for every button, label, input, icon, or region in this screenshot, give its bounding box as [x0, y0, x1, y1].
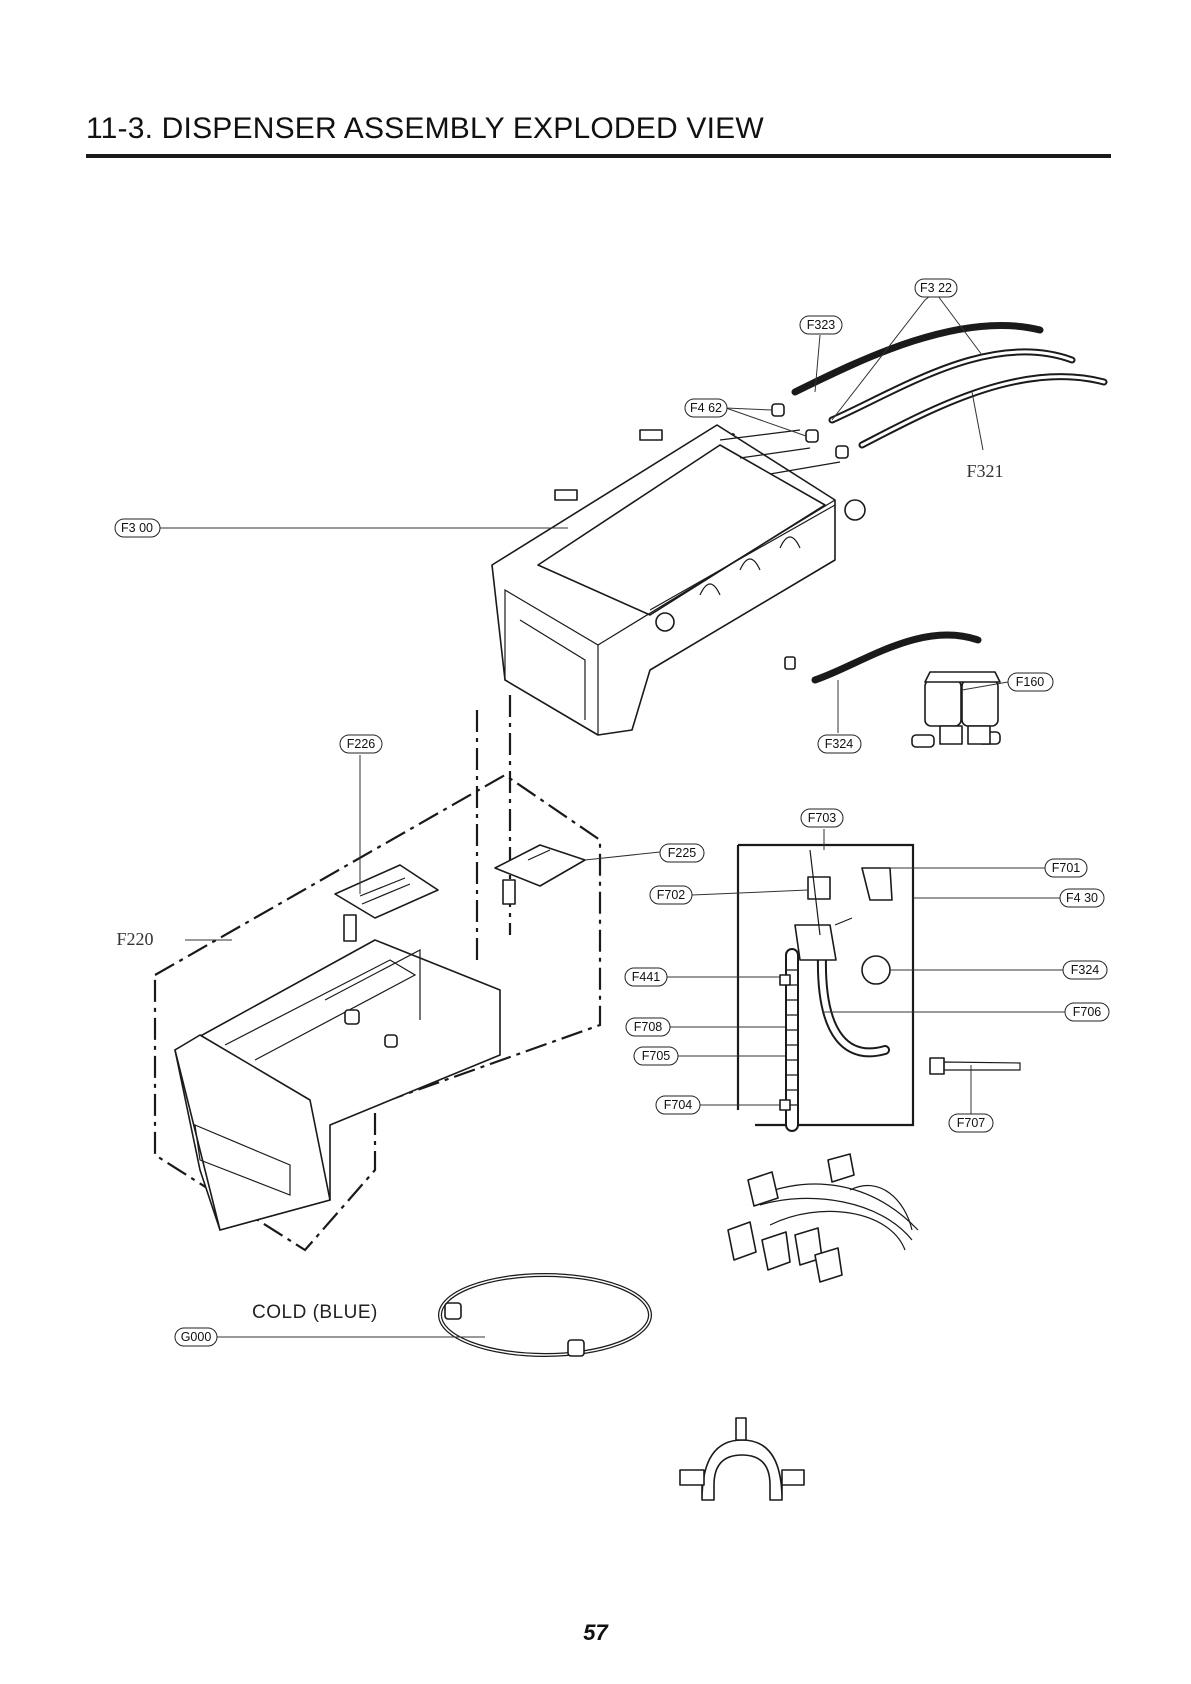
callout-f707: F707 — [948, 1113, 994, 1133]
callouts: F3 22 F323 F4 62 F321 F3 00 F160 F324 F2… — [114, 278, 1110, 1347]
callout-label: F704 — [664, 1098, 693, 1112]
callout-f704: F704 — [655, 1095, 701, 1115]
callout-label: F441 — [632, 970, 661, 984]
callout-f701: F701 — [1044, 858, 1088, 878]
callout-label: F701 — [1052, 861, 1081, 875]
page-number: 57 — [583, 1620, 608, 1645]
callout-f462: F4 62 — [684, 398, 728, 418]
callout-f300: F3 00 — [114, 518, 161, 538]
callout-label: F220 — [116, 929, 153, 949]
callout-label: F702 — [657, 888, 686, 902]
callout-f702: F702 — [649, 885, 693, 905]
callout-f708: F708 — [625, 1017, 671, 1037]
inlet-valve — [911, 671, 1001, 748]
callout-f324-top: F324 — [817, 734, 862, 754]
detergent-drawer — [174, 939, 501, 1231]
callout-f703: F703 — [800, 808, 844, 828]
callout-f321: F321 — [966, 461, 1003, 481]
callout-label: F324 — [1071, 963, 1100, 977]
callout-label: F323 — [807, 318, 836, 332]
callout-label: F705 — [642, 1049, 671, 1063]
hose-note: COLD (BLUE) — [252, 1302, 378, 1323]
callout-label: F706 — [1073, 1005, 1102, 1019]
inlet-hoses — [791, 321, 1108, 449]
cable-tie — [929, 1057, 1021, 1075]
callout-f705: F705 — [633, 1046, 679, 1066]
callout-label: F3 00 — [121, 521, 153, 535]
callout-f323: F323 — [799, 315, 843, 335]
title-rule — [86, 154, 1111, 158]
cold-water-hose — [438, 1273, 652, 1357]
callout-label: F708 — [634, 1020, 663, 1034]
callout-f441: F441 — [624, 967, 668, 987]
callout-label: F324 — [825, 737, 854, 751]
callout-label: F4 62 — [690, 401, 722, 415]
hose-bracket — [679, 1417, 805, 1501]
callout-label: F160 — [1016, 675, 1045, 689]
callout-label: F707 — [957, 1116, 986, 1130]
page-title: 11-3. DISPENSER ASSEMBLY EXPLODED VIEW — [86, 112, 764, 145]
leader-lines — [160, 291, 1065, 1338]
siphon-caps — [334, 844, 586, 942]
callout-label: F225 — [668, 846, 697, 860]
callout-f220: F220 — [116, 929, 153, 949]
callout-f226: F226 — [339, 734, 383, 754]
wire-harness — [727, 1153, 919, 1283]
callout-label: G000 — [181, 1330, 212, 1344]
callout-label: F321 — [966, 461, 1003, 481]
callout-f225: F225 — [659, 843, 705, 863]
dispenser-housing — [491, 424, 866, 736]
hose-f324 — [784, 631, 982, 684]
callout-label: F226 — [347, 737, 376, 751]
callout-f430: F4 30 — [1059, 888, 1105, 908]
callout-f160: F160 — [1007, 672, 1054, 692]
callout-label: F3 22 — [920, 281, 952, 295]
callout-g000: G000 — [174, 1327, 218, 1347]
drain-assembly-box — [736, 843, 915, 1132]
callout-f706: F706 — [1064, 1002, 1110, 1022]
callout-f324-bot: F324 — [1062, 960, 1108, 980]
callout-label: F703 — [808, 811, 837, 825]
callout-f322: F3 22 — [914, 278, 958, 298]
callout-label: F4 30 — [1066, 891, 1098, 905]
